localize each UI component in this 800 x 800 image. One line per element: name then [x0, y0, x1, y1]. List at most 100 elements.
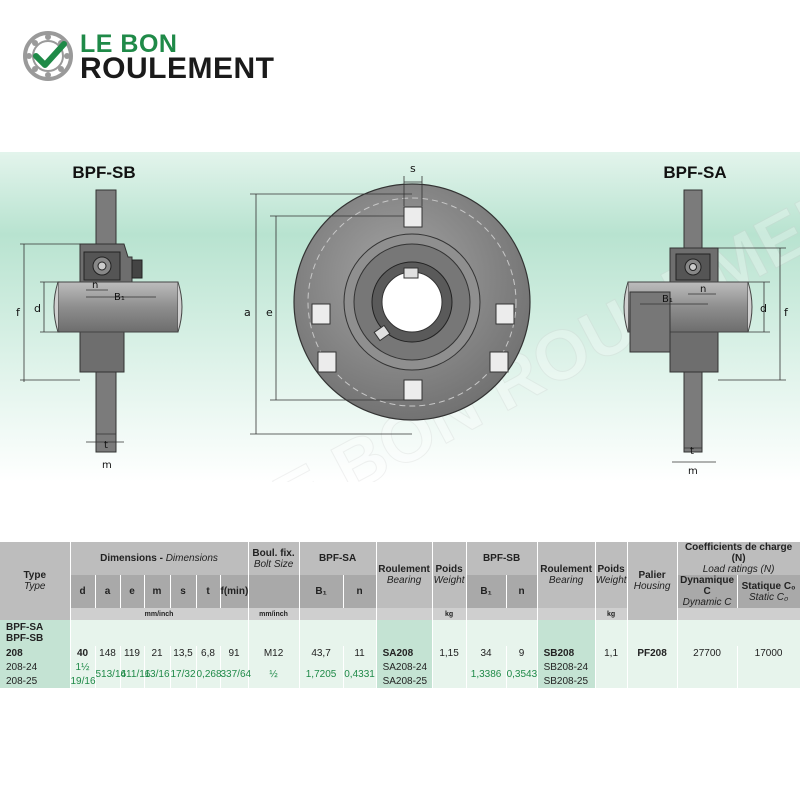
table-row: 208 40 148 119 21 13,5 6,8 91 M12 43,7 1… [0, 646, 800, 660]
technical-drawing: LE BON ROULEMENT BPF-SB BPF-SA f d n B₁ … [0, 152, 800, 482]
cell-sa-weight: 1,15 [432, 646, 467, 660]
cell-static: 17000 [737, 646, 800, 660]
left-dimension-lines [20, 243, 156, 443]
th-sb-n: n [506, 575, 538, 608]
cell-sb-n-inch: 0,3543 [506, 660, 538, 688]
label-t-left: t [104, 440, 108, 451]
cell-e: 119 [120, 646, 145, 660]
th-unit-sa-weight: kg [432, 608, 467, 620]
drawing-svg: LE BON ROULEMENT BPF-SB BPF-SA f d n B₁ … [0, 152, 800, 482]
cell-bolt: M12 [248, 646, 300, 660]
th-m: m [144, 575, 171, 608]
th-load-ratings: Coefficients de charge (N)Load ratings (… [677, 542, 800, 575]
label-b1-left: B₁ [114, 292, 125, 303]
label-m-right: m [688, 466, 698, 477]
label-f-right: f [784, 306, 789, 319]
brand-line1: LE BON [80, 30, 178, 58]
th-unit-sb-blank [466, 608, 538, 620]
cell-a-inch: 513/16 [95, 660, 126, 688]
bearing-check-icon [23, 31, 73, 81]
cell-type: 208-25 [0, 674, 71, 688]
th-unit-sa-bearing [376, 608, 433, 620]
cell-sb-b1: 34 [466, 646, 507, 660]
cell-housing: PF208 [627, 646, 678, 660]
cell-dynamic: 27700 [677, 646, 738, 660]
th-sa-n: n [343, 575, 377, 608]
cell-sa-n-inch: 0,4331 [343, 660, 377, 688]
table-row: 208-24 1½ 513/16 411/16 13/16 17/32 0,26… [0, 660, 800, 688]
cell-s-inch: 17/32 [170, 660, 197, 688]
brand-line2: ROULEMENT [80, 52, 275, 85]
label-s: s [410, 162, 416, 175]
th-bolt-blank [248, 575, 300, 608]
label-m-left: m [102, 460, 112, 471]
th-unit-sb-weight: kg [595, 608, 628, 620]
th-bpf-sa: BPF-SA [299, 542, 377, 575]
cell-d: 40 [70, 646, 96, 660]
label-n-left: n [92, 280, 98, 291]
left-title: BPF-SB [72, 163, 135, 182]
cell-t: 6,8 [196, 646, 221, 660]
cell-sa-n: 11 [343, 646, 377, 660]
cell-s: 13,5 [170, 646, 197, 660]
cell-sb-bearing: SB208 [537, 646, 596, 660]
brand-logo: LE BON ROULEMENT [22, 28, 312, 88]
cell-sa-bearing: SA208-24 [376, 660, 433, 674]
front-dimension-lines [250, 176, 423, 435]
th-unit-dims: mm/inch [70, 608, 249, 620]
th-dimensions: Dimensions - Dimensions [70, 542, 249, 575]
th-s: s [170, 575, 197, 608]
left-side-view [53, 189, 183, 453]
cell-sa-b1-inch: 1,7205 [299, 660, 344, 688]
th-unit-sa-blank [299, 608, 377, 620]
table-row: 208-25 19/16 SA208-25 SB208-25 [0, 674, 800, 688]
cell-m-inch: 13/16 [144, 660, 171, 688]
cell-sa-bearing: SA208 [376, 646, 433, 660]
label-d-right: d [760, 302, 767, 315]
label-b1-right: B₁ [662, 294, 673, 305]
cell-type: 208 [0, 646, 71, 660]
right-title: BPF-SA [663, 163, 726, 182]
label-e: e [266, 306, 273, 319]
cell-d: 1½ [70, 660, 96, 674]
label-a: a [244, 306, 251, 319]
cell-sb-n: 9 [506, 646, 538, 660]
label-d-left: d [34, 302, 41, 315]
cell-m: 21 [144, 646, 171, 660]
th-a: a [95, 575, 121, 608]
th-sb-b1: B₁ [466, 575, 507, 608]
cell-d: 19/16 [70, 674, 96, 688]
th-d: d [70, 575, 96, 608]
right-side-view [623, 189, 753, 453]
th-bolt: Boul. fix.Bolt Size [248, 542, 300, 575]
th-e: e [120, 575, 145, 608]
cell-e-inch: 411/16 [120, 660, 150, 688]
th-f: f(min) [220, 575, 249, 608]
cell-sb-weight: 1,1 [595, 646, 628, 660]
cell-sa-b1: 43,7 [299, 646, 344, 660]
th-unit-load-blank [677, 608, 800, 620]
cell-a: 148 [95, 646, 121, 660]
th-t: t [196, 575, 221, 608]
cell-f: 91 [220, 646, 249, 660]
th-bpf-sb: BPF-SB [466, 542, 538, 575]
right-dimension-lines [640, 247, 786, 463]
cell-bolt-inch: ½ [248, 660, 300, 688]
label-n-right: n [700, 284, 706, 295]
th-unit-bolt: mm/inch [248, 608, 300, 620]
label-f-left: f [16, 306, 21, 319]
front-view [293, 183, 531, 421]
cell-sb-bearing: SB208-24 [537, 660, 596, 674]
cell-sa-bearing: SA208-25 [376, 674, 433, 688]
cell-sb-b1-inch: 1,3386 [466, 660, 507, 688]
